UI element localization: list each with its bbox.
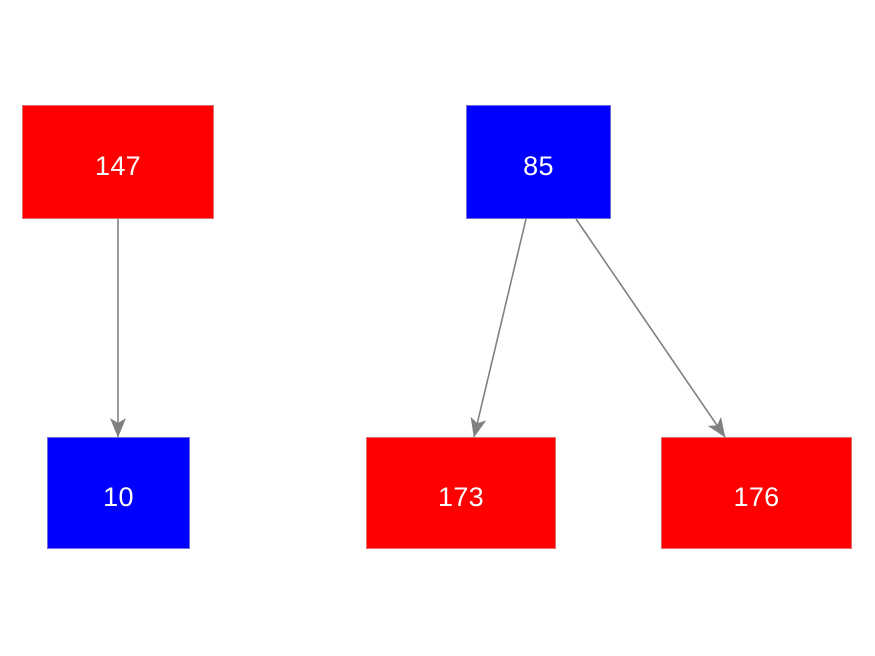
edge-85-to-173	[470, 218, 527, 438]
node-label: 147	[95, 150, 141, 181]
node-label: 176	[733, 481, 780, 512]
graph-node-85[interactable]: 85	[466, 105, 611, 219]
graph-node-173[interactable]: 173	[366, 437, 556, 549]
graph-node-176[interactable]: 176	[661, 437, 852, 549]
node-label: 10	[103, 481, 134, 512]
node-label: 85	[523, 150, 554, 181]
node-label: 173	[438, 481, 484, 512]
edge-85-to-176	[575, 218, 726, 438]
graph-node-147[interactable]: 147	[22, 105, 214, 219]
edges-group	[110, 218, 726, 438]
graph-node-10[interactable]: 10	[47, 437, 190, 549]
